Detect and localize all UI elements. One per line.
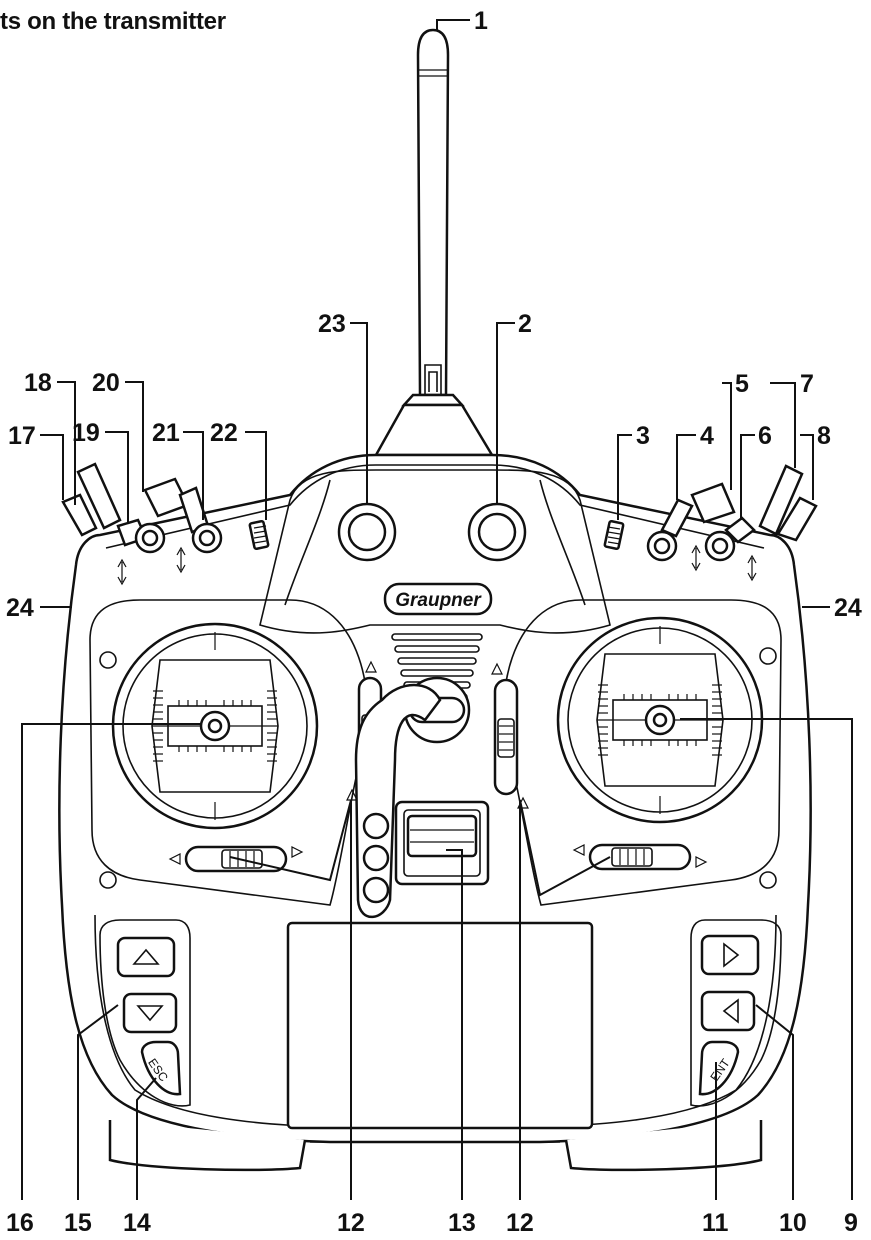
callout-17: 17 [8,422,36,450]
callout-11: 11 [702,1209,729,1237]
neck-strap-holder [354,676,471,919]
leader-lines [21,19,853,1200]
callout-1: 1 [474,7,488,35]
callout-19: 19 [72,419,100,447]
center-console: Graupner [259,469,611,701]
esc-button[interactable]: ESC [140,1040,182,1096]
callout-10: 10 [779,1209,807,1237]
callout-18: 18 [24,369,52,397]
callout-2: 2 [518,310,532,338]
callout-12-right: 12 [506,1209,534,1237]
left-top-switches[interactable] [61,462,223,586]
rotary-knob-right[interactable] [467,502,527,562]
callout-15: 15 [64,1209,92,1237]
right-gimbal-scale [598,684,722,756]
callout-22: 22 [210,419,238,447]
rotary-knob-left[interactable] [337,502,397,562]
callout-6: 6 [758,422,772,450]
callout-12-left: 12 [337,1209,365,1237]
page-heading: ts on the transmitter [0,8,226,35]
brand-logo: Graupner [383,582,493,616]
right-trim-wheel[interactable] [603,519,625,551]
brand-logo-text: Graupner [395,590,482,611]
callout-9: 9 [844,1209,858,1237]
vertical-trim-right[interactable] [491,662,529,809]
callout-21: 21 [152,419,180,447]
callout-14: 14 [123,1209,151,1237]
up-button[interactable] [116,936,176,978]
right-button[interactable] [700,934,760,976]
callout-labels: 1 2 23 18 20 5 7 17 19 21 22 3 4 6 8 24 … [6,7,862,1237]
callout-20: 20 [92,369,120,397]
callout-4: 4 [700,422,714,450]
left-gimbal-scale [153,690,277,762]
horizontal-trim-right[interactable] [572,843,708,871]
left-button[interactable] [700,990,756,1032]
callout-24-left: 24 [6,594,34,622]
callout-23: 23 [318,310,346,338]
callout-8: 8 [817,422,831,450]
left-gimbal-panel [89,599,369,906]
left-trim-wheel[interactable] [248,519,270,551]
antenna [373,28,495,457]
callout-3: 3 [636,422,650,450]
callout-16: 16 [6,1209,34,1237]
right-top-switches[interactable] [646,464,818,582]
center-slider-switch[interactable] [394,800,490,886]
callout-5: 5 [735,370,749,398]
down-button[interactable] [122,992,178,1034]
callout-13: 13 [448,1209,476,1237]
display-screen [286,921,594,1130]
callout-7: 7 [800,370,814,398]
callout-24-right: 24 [834,594,862,622]
right-button-group [690,919,782,1107]
